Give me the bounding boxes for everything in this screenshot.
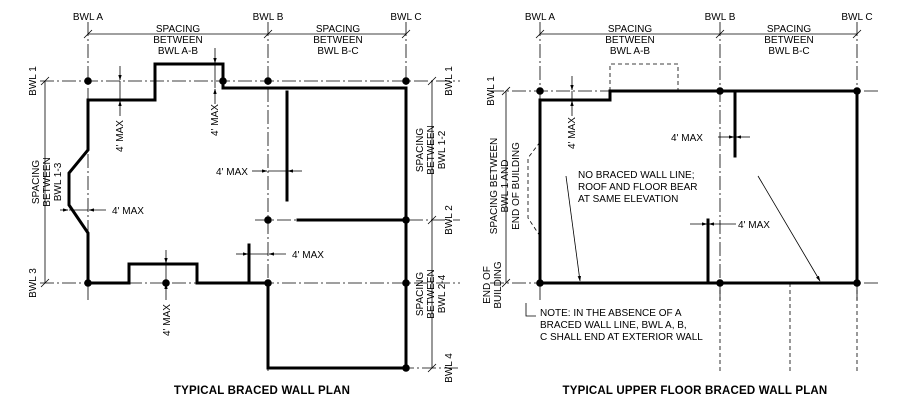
plan2-braced-wall-lines	[490, 22, 880, 300]
plan1-title: TYPICAL BRACED WALL PLAN	[174, 385, 350, 397]
plan1-intersection-dots	[84, 77, 410, 372]
plan1-bwl-3-label: BWL 3	[28, 268, 39, 298]
plan1-spacing-24-line2: BETWEEN	[426, 269, 437, 318]
plan1-bwl-1-right-label: BWL 1	[444, 66, 455, 96]
plan2-title: TYPICAL UPPER FLOOR BRACED WALL PLAN	[563, 385, 828, 397]
plan1-max-label-2: 4' MAX	[210, 104, 221, 136]
plan1-spacing-12-line1: SPACING	[415, 128, 426, 172]
plan1-spacing-12-line2: BETWEEN	[426, 125, 437, 174]
plan1-right-dimension	[427, 76, 437, 373]
plan-2-typical-upper-floor-braced-wall-plan: BWL A BWL B BWL C SPACING BETWEEN BWL A-…	[482, 12, 880, 397]
plan1-bwl-c-label: BWL C	[390, 12, 421, 23]
plan2-spacing-left-line1: SPACING BETWEEN	[489, 138, 500, 235]
plan1-spacing-24-line3: BWL 2-4	[437, 274, 448, 313]
plan2-max-label-3: 4' MAX	[738, 220, 770, 231]
plan1-spacing-ab-line3: BWL A-B	[158, 46, 199, 57]
plan1-spacing-13-line1: SPACING	[31, 160, 42, 204]
plan2-spacing-bc-line3: BWL B-C	[768, 46, 809, 57]
plan1-spacing-bc-line2: BETWEEN	[313, 35, 362, 46]
plan1-spacing-12-line3: BWL 1-2	[437, 130, 448, 169]
plan2-note-no-line-2: ROOF AND FLOOR BEAR	[578, 182, 697, 193]
plan2-spacing-ab-line2: BETWEEN	[605, 35, 654, 46]
plan2-bwl-1-label: BWL 1	[486, 76, 497, 106]
plan2-max-label-2: 4' MAX	[671, 133, 703, 144]
plan2-dashed-outlines	[527, 63, 858, 372]
plan2-bwl-c-label: BWL C	[841, 12, 872, 23]
plan1-spacing-13-line3: BWL 1-3	[53, 162, 64, 201]
plan2-note-no-line-3: AT SAME ELEVATION	[578, 194, 678, 205]
plan2-spacing-ab-line1: SPACING	[608, 24, 652, 35]
plan2-end-of-building-line2: BUILDING	[493, 261, 504, 308]
plan2-left-dimension	[501, 86, 511, 288]
plan2-spacing-left-line3: END OF BUILDING	[511, 142, 522, 230]
plan1-max-label-5: 4' MAX	[292, 250, 324, 261]
plan1-braced-wall-lines	[40, 22, 460, 372]
plan2-note-absence-line2: BRACED WALL LINE, BWL A, B,	[540, 320, 687, 331]
plan1-bwl-b-label: BWL B	[253, 12, 284, 23]
plan1-max-label-4: 4' MAX	[112, 206, 144, 217]
plan1-left-dimension	[40, 76, 50, 288]
plan1-bwl-1-label: BWL 1	[28, 66, 39, 96]
plan2-note-absence-line3: C SHALL END AT EXTERIOR WALL	[540, 332, 703, 343]
plan1-bwl-2-label: BWL 2	[444, 205, 455, 235]
plan1-spacing-ab-line2: BETWEEN	[153, 35, 202, 46]
plan1-bwl-a-label: BWL A	[73, 12, 104, 23]
plan2-note-absence-line1: NOTE: IN THE ABSENCE OF A	[540, 308, 682, 319]
plan1-max-label-1: 4' MAX	[115, 120, 126, 152]
plan1-spacing-ab-line1: SPACING	[156, 24, 200, 35]
plan2-spacing-ab-line3: BWL A-B	[610, 46, 651, 57]
plan1-spacing-bc-line3: BWL B-C	[317, 46, 358, 57]
plan2-top-dimension	[535, 29, 862, 39]
plan1-max-label-3: 4' MAX	[216, 167, 248, 178]
plan2-spacing-left-line2: BWL 1 AND	[500, 160, 511, 213]
plan2-max-offset-markers	[570, 76, 750, 226]
plan2-intersection-dots	[536, 87, 861, 287]
plan1-spacing-bc-line1: SPACING	[316, 24, 360, 35]
plan1-top-dimension	[83, 29, 411, 39]
plan-1-typical-braced-wall-plan: BWL A BWL B BWL C SPACING BETWEEN BWL A-…	[28, 12, 460, 397]
plan1-spacing-13-line2: BETWEEN	[42, 157, 53, 206]
plan2-spacing-bc-line2: BETWEEN	[764, 35, 813, 46]
plan2-bwl-b-label: BWL B	[705, 12, 736, 23]
plan1-bwl-4-label: BWL 4	[444, 353, 455, 383]
plan2-spacing-bc-line1: SPACING	[767, 24, 811, 35]
plan2-end-of-building-line1: END OF	[482, 266, 493, 304]
plan2-leader-lines	[525, 175, 821, 317]
plan1-max-label-6: 4' MAX	[162, 304, 173, 336]
plan1-spacing-24-line1: SPACING	[415, 272, 426, 316]
plan1-walls	[67, 62, 408, 370]
plan1-max-offset-markers	[60, 48, 302, 300]
plan2-bwl-a-label: BWL A	[525, 12, 556, 23]
plan2-note-no-line-1: NO BRACED WALL LINE;	[578, 170, 695, 181]
plan2-max-label-1: 4' MAX	[567, 117, 578, 149]
